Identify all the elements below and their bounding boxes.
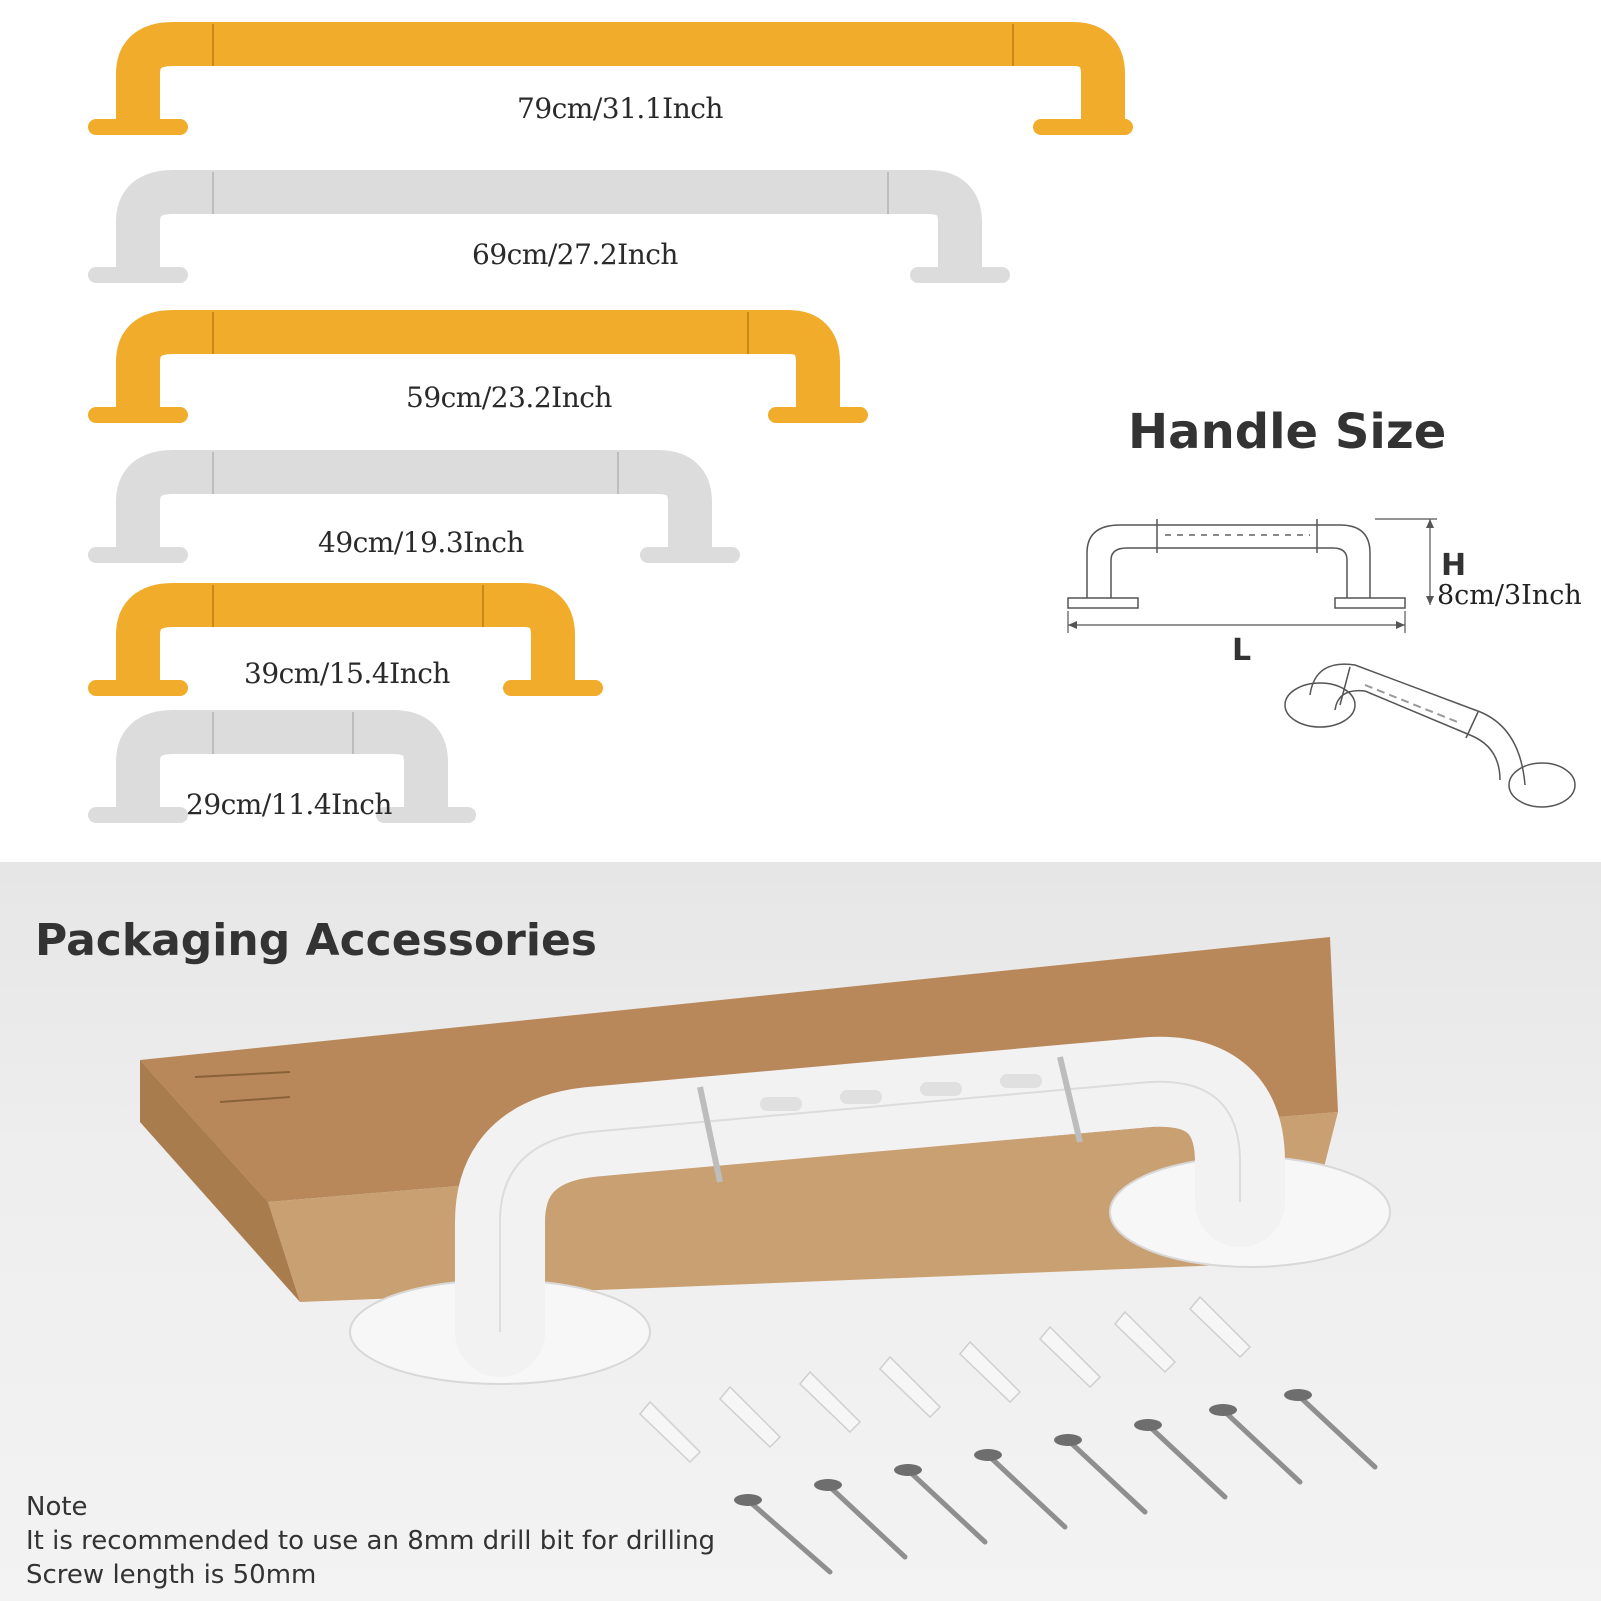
- size-label-59cm: 59cm/23.2Inch: [406, 381, 612, 414]
- height-value: 8cm/3Inch: [1437, 580, 1582, 611]
- size-label-39cm: 39cm/15.4Inch: [244, 657, 450, 690]
- length-letter: L: [1232, 633, 1252, 668]
- size-label-79cm: 79cm/31.1Inch: [517, 92, 723, 125]
- note-heading: Note: [26, 1492, 88, 1522]
- grab-bar-59cm: [88, 310, 868, 423]
- grab-bar-79cm: [88, 22, 1133, 135]
- note-drill-bit: It is recommended to use an 8mm drill bi…: [26, 1526, 716, 1556]
- handle-size-title: Handle Size: [1128, 404, 1447, 460]
- note-block: Note It is recommended to use an 8mm dri…: [26, 1490, 715, 1592]
- perspective-handle-sketch: [1284, 663, 1576, 808]
- dimension-diagram: [1067, 518, 1437, 633]
- grab-bar-39cm: [88, 583, 603, 696]
- size-label-49cm: 49cm/19.3Inch: [318, 526, 524, 559]
- size-label-69cm: 69cm/27.2Inch: [472, 238, 678, 271]
- packaging-photo: [140, 937, 1391, 1575]
- height-letter: H: [1441, 548, 1467, 583]
- grab-bar-29cm: [88, 710, 476, 823]
- grab-bar-49cm: [88, 450, 740, 563]
- grab-bar-69cm: [88, 170, 1010, 283]
- packaging-accessories-title: Packaging Accessories: [35, 915, 597, 966]
- size-label-29cm: 29cm/11.4Inch: [186, 788, 392, 821]
- note-screw-length: Screw length is 50mm: [26, 1560, 317, 1590]
